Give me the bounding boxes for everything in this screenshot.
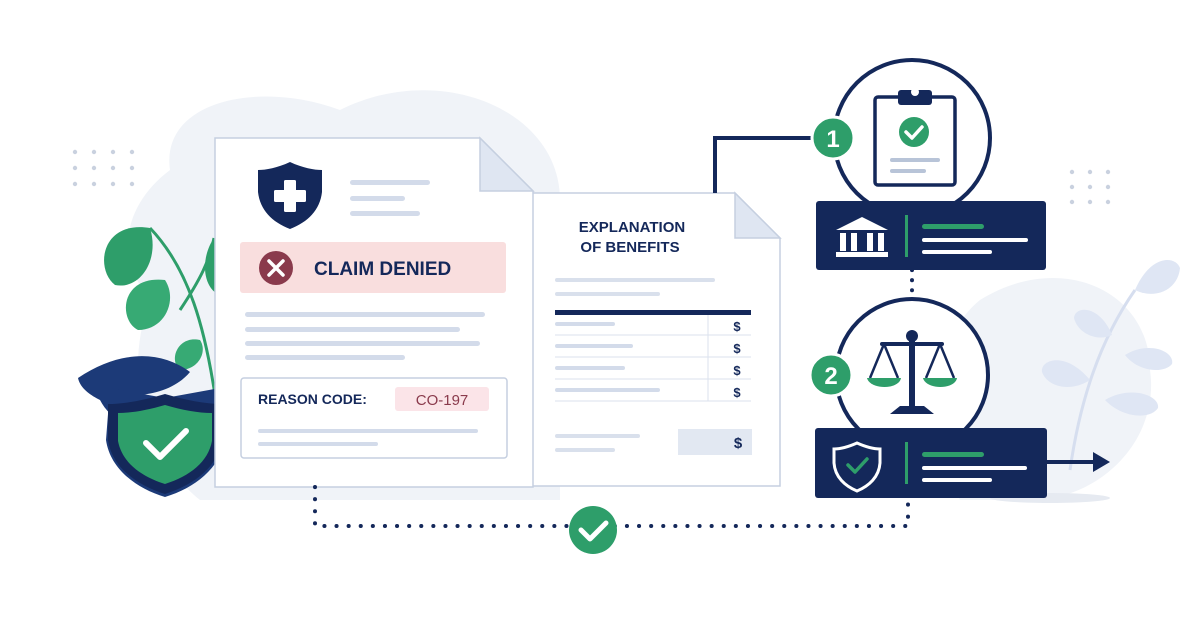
- shield-check-icon: [832, 441, 882, 493]
- shield-badge-icon: [78, 356, 225, 497]
- reason-code-value: CO-197: [416, 392, 469, 409]
- step-number-badge: [810, 115, 856, 161]
- step-number-badge: [808, 352, 854, 398]
- dot-grid-right: [1069, 169, 1111, 205]
- arrow-right-icon: [1093, 452, 1110, 472]
- eob-document: EXPLANATION OF BENEFITS $ $ $ $ $: [519, 191, 782, 487]
- eob-table-header: [555, 310, 751, 315]
- eob-total-box: [678, 429, 752, 455]
- claim-document: CLAIM DENIED REASON CODE: CO-197: [214, 136, 535, 488]
- step-number: 1: [826, 126, 839, 153]
- step-1: 1: [810, 58, 992, 218]
- claim-status-label: CLAIM DENIED: [314, 259, 451, 280]
- clipboard-check-icon: [873, 88, 957, 187]
- step-2-panel: [815, 428, 1047, 498]
- step-2: 2: [808, 297, 990, 453]
- eob-row-amount: $: [733, 363, 741, 378]
- eob-total-amount: $: [734, 435, 743, 452]
- eob-title-line1: EXPLANATION: [579, 219, 685, 236]
- plant-right-icon: [1041, 260, 1180, 471]
- step-number: 2: [824, 363, 837, 390]
- eob-title-line2: OF BENEFITS: [580, 239, 679, 256]
- claim-denied-banner: [240, 242, 506, 293]
- step-1-panel: [816, 201, 1046, 270]
- check-circle-icon: [569, 506, 617, 554]
- dot-grid-left: [72, 149, 135, 187]
- bank-icon: [836, 217, 888, 257]
- medical-shield-icon: [258, 162, 322, 229]
- reason-code-label: REASON CODE:: [258, 391, 367, 407]
- eob-row-amount: $: [733, 341, 741, 356]
- connector-eob-to-step-1: [713, 136, 822, 193]
- scales-icon: [867, 330, 957, 414]
- reason-code-chip: [395, 387, 489, 411]
- eob-row-amount: $: [733, 385, 741, 400]
- eob-row-amount: $: [733, 319, 741, 334]
